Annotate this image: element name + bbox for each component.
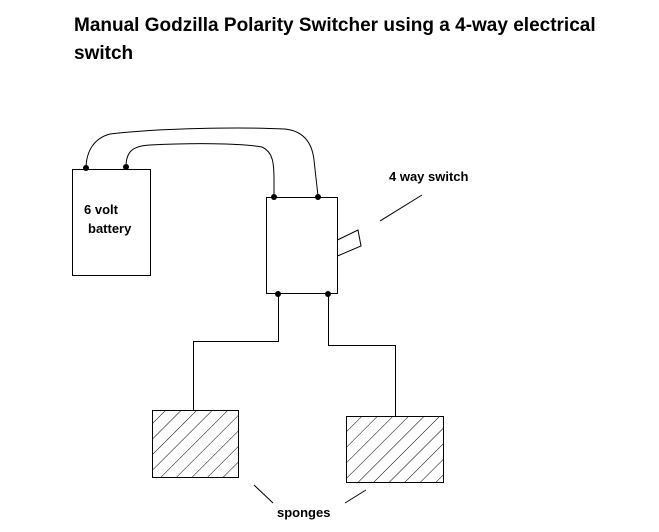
battery-box: [72, 169, 151, 276]
sponges-label: sponges: [277, 505, 331, 520]
wire-right-sponge: [328, 294, 396, 416]
wire-left-sponge: [193, 294, 279, 410]
switch-terminal-top-right: [315, 194, 321, 200]
sponge-right: [346, 416, 444, 483]
wire-inner: [125, 143, 275, 197]
switch-box: [266, 197, 338, 294]
switch-terminal-top-left: [271, 194, 277, 200]
wire-outer: [85, 127, 319, 197]
diagram-title: Manual Godzilla Polarity Switcher using …: [74, 15, 596, 64]
battery-terminal-left: [83, 165, 89, 171]
sponges-pointer-left: [253, 484, 274, 504]
battery-terminal-right: [123, 164, 129, 170]
sponges-pointer-right: [344, 489, 367, 504]
sponge-left: [152, 410, 239, 478]
switch-toggle: [337, 229, 362, 257]
battery-label: 6 volt battery: [84, 200, 131, 238]
switch-label: 4 way switch: [389, 169, 469, 184]
switch-label-pointer: [379, 194, 423, 222]
battery-label-line1: 6 volt: [84, 202, 118, 217]
battery-label-line2: battery: [88, 221, 132, 236]
